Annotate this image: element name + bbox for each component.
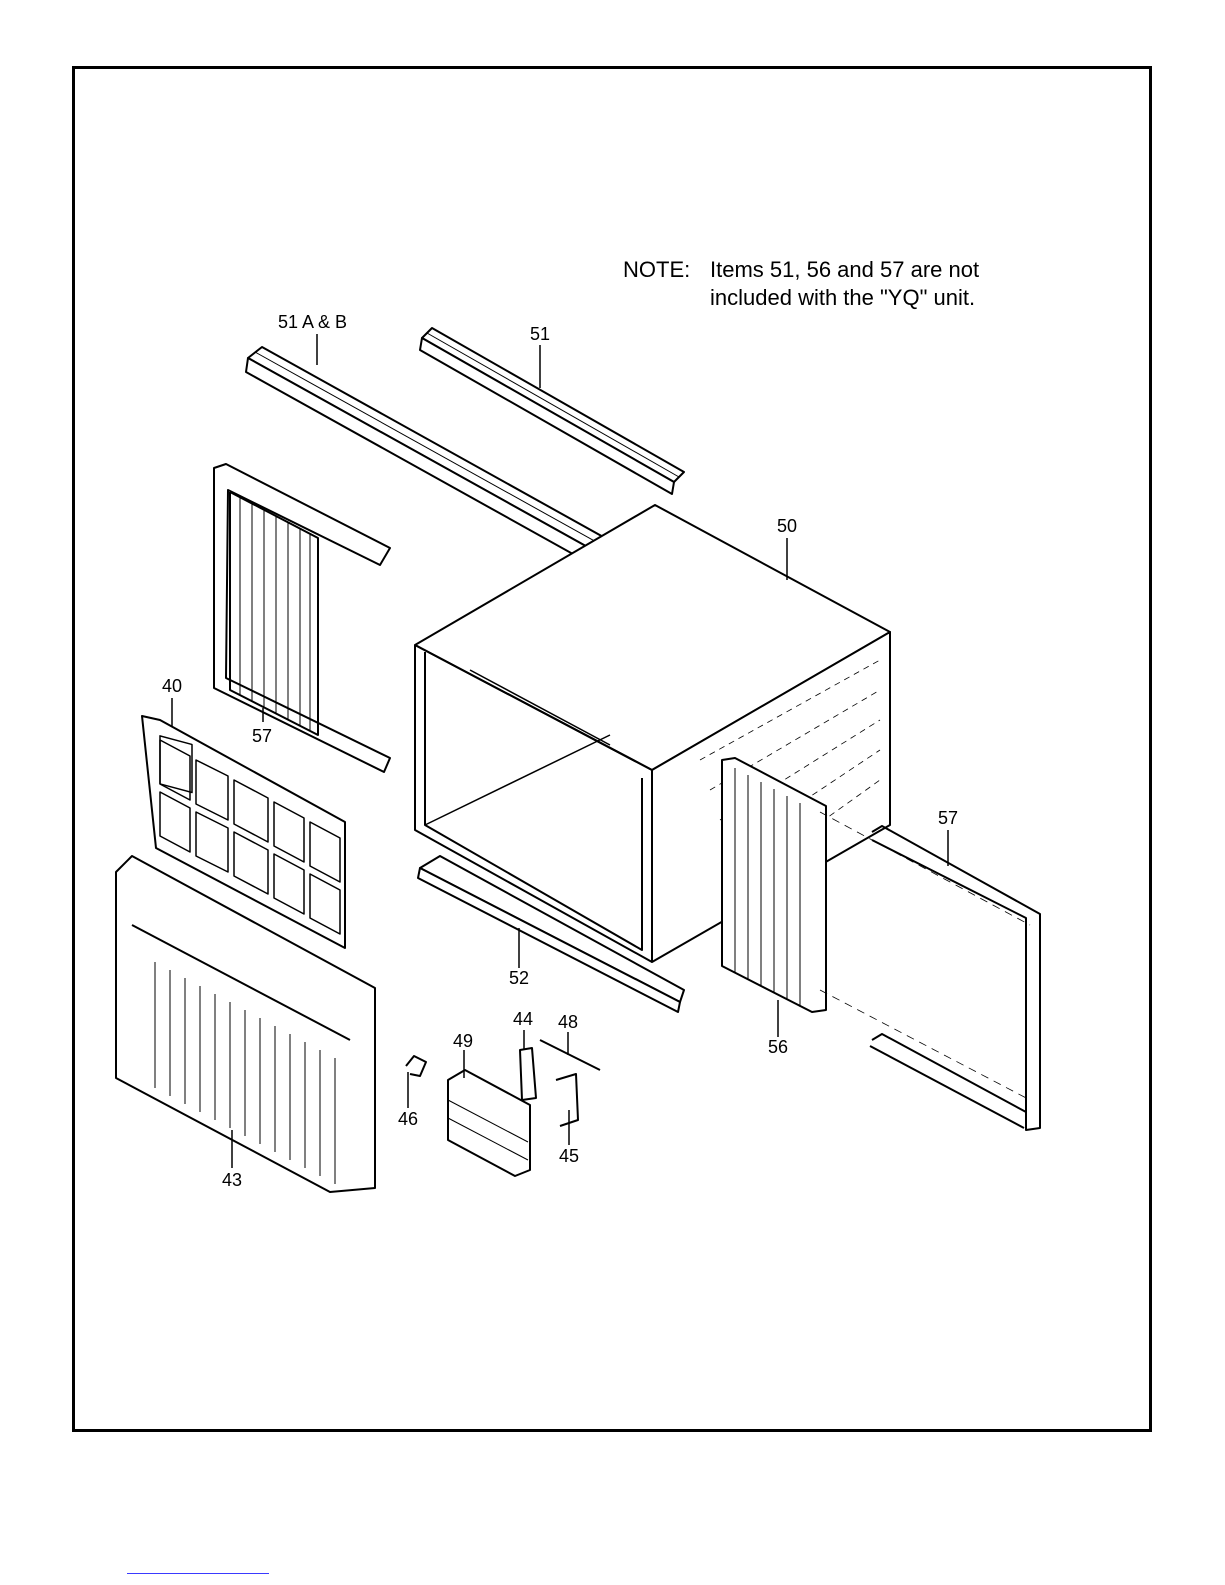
callout-52: 52 [509, 968, 529, 988]
part-46 [406, 1056, 426, 1076]
callout-43: 43 [222, 1170, 242, 1190]
part-52-bottom-rail [418, 856, 684, 1012]
part-57-left-curtain [214, 464, 390, 772]
callout-44: 44 [513, 1009, 533, 1029]
part-45 [556, 1074, 578, 1126]
callout-50: 50 [777, 516, 797, 536]
part-44 [520, 1048, 536, 1100]
callout-45: 45 [559, 1146, 579, 1166]
footer-link-underline[interactable] [127, 1573, 269, 1574]
callout-56: 56 [768, 1037, 788, 1057]
callout-57-left: 57 [252, 726, 272, 746]
callout-49: 49 [453, 1031, 473, 1051]
callout-46: 46 [398, 1109, 418, 1129]
part-57-right-curtain [820, 812, 1040, 1130]
callout-40: 40 [162, 676, 182, 696]
part-48 [540, 1040, 600, 1070]
callout-57-right: 57 [938, 808, 958, 828]
part-49-louver [448, 1070, 530, 1176]
callout-51ab: 51 A & B [278, 312, 347, 332]
callout-48: 48 [558, 1012, 578, 1032]
callout-51: 51 [530, 324, 550, 344]
